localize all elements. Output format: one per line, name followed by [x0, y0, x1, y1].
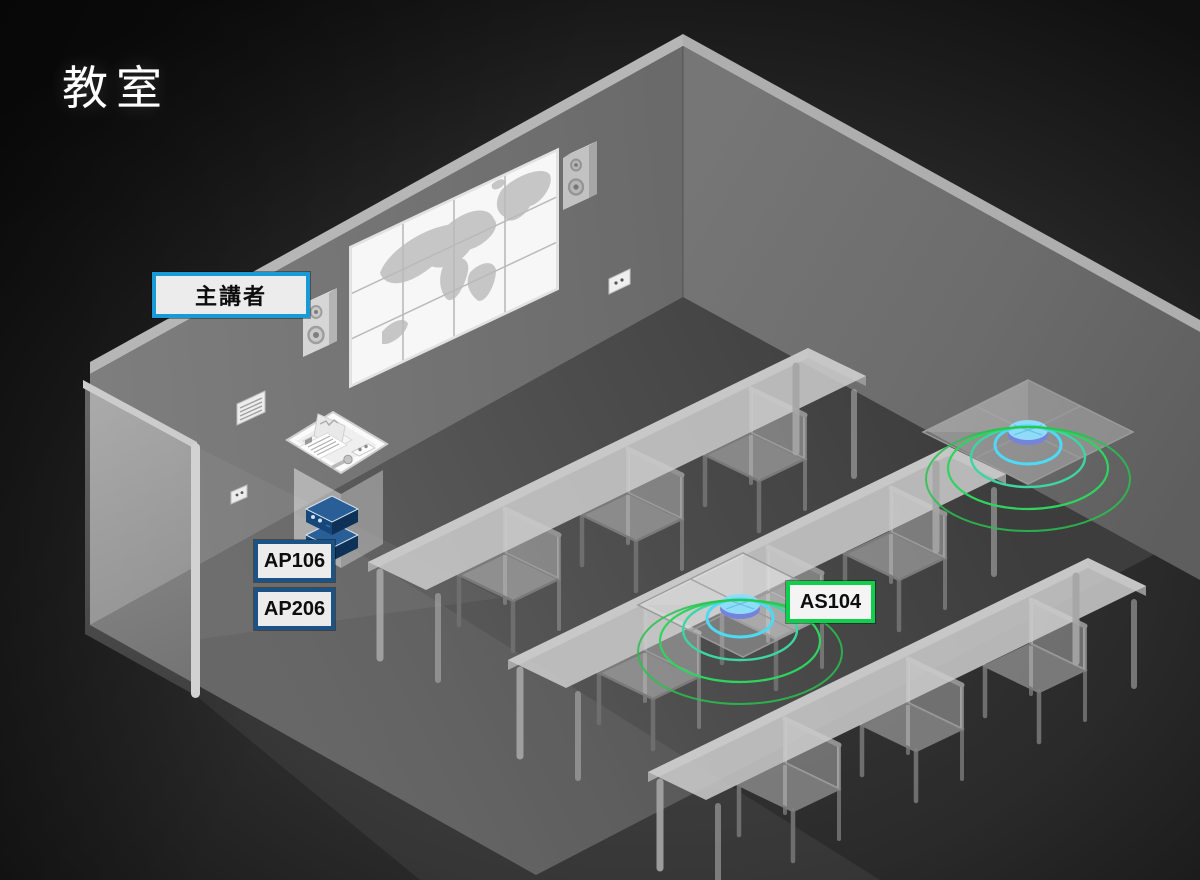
page-title: 教室: [62, 62, 170, 114]
ap106-label: AP106: [254, 540, 335, 582]
table-row-3: [648, 558, 1146, 880]
world-map-graphic: [380, 171, 551, 345]
wall-outlet-left: [230, 484, 248, 505]
wall-vent: [236, 390, 266, 426]
speaker-disc: [1007, 419, 1049, 446]
door-frame-edge: [191, 443, 200, 698]
door-frame-top: [83, 380, 197, 450]
wall-outlet-right: [608, 268, 631, 295]
presenter-label: 主講者: [152, 272, 310, 318]
control-panel: [350, 443, 377, 457]
document: [297, 432, 349, 460]
table-row-1: [368, 348, 866, 683]
microphone: [331, 454, 353, 469]
video-wall-grid: [352, 175, 556, 361]
wall-speaker-right: [563, 141, 597, 210]
as104-label: AS104: [786, 581, 875, 623]
ap206-label: AP206: [254, 588, 335, 630]
video-wall: [349, 147, 559, 389]
open-door: [83, 380, 200, 698]
wall-top-edge: [683, 34, 1200, 332]
